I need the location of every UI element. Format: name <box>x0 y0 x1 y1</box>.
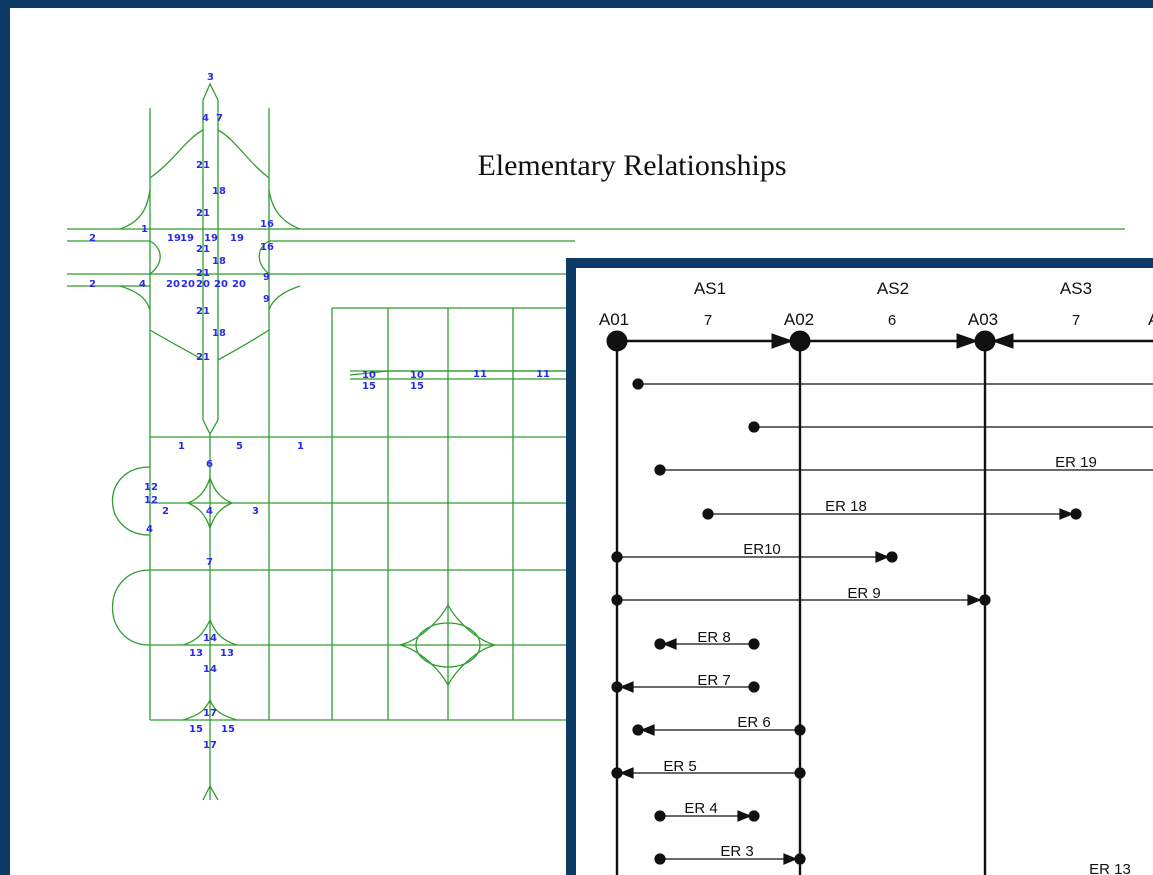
relationship-label: ER 5 <box>663 758 696 775</box>
layout-number: 10 <box>362 370 376 381</box>
relationship-label: ER 6 <box>737 714 770 731</box>
layout-number: 2 <box>89 233 96 244</box>
layout-number: 15 <box>362 381 376 392</box>
layout-number: 7 <box>206 557 213 568</box>
layout-number: 3 <box>252 506 259 517</box>
layout-number: 19 <box>180 233 194 244</box>
layout-number: 21 <box>196 352 210 363</box>
relationship-label: ER 7 <box>697 672 730 689</box>
relationship-label: ER 9 <box>847 585 880 602</box>
layout-number: 20 <box>214 279 228 290</box>
relationship-label: ER 8 <box>697 629 730 646</box>
layout-number: 19 <box>167 233 181 244</box>
slide-title: Elementary Relationships <box>477 149 786 182</box>
relationship-label: ER 18 <box>825 498 867 515</box>
relationship-arrows <box>611 378 1153 865</box>
layout-number: 1 <box>178 441 185 452</box>
relationship-label: ER10 <box>743 541 781 558</box>
layout-number: 4 <box>146 524 153 535</box>
layout-number: 18 <box>212 328 226 339</box>
layout-number: 7 <box>216 113 223 124</box>
layout-number: 21 <box>196 160 210 171</box>
stop-label: A <box>1148 310 1153 329</box>
layout-number: 21 <box>196 244 210 255</box>
layout-number: 2 <box>162 506 169 517</box>
layout-number: 1 <box>141 224 148 235</box>
relationship-label: ER 4 <box>684 800 717 817</box>
section-label: AS3 <box>1060 279 1092 298</box>
relationship-label: ER 13 <box>1089 861 1131 875</box>
layout-number: 2 <box>89 279 96 290</box>
layout-number: 11 <box>536 369 550 380</box>
layout-numbers: 3 4 7 21 18 21 1 19 19 19 19 21 18 16 16… <box>89 72 550 751</box>
layout-number: 20 <box>166 279 180 290</box>
layout-number: 14 <box>203 664 217 675</box>
layout-number: 15 <box>189 724 203 735</box>
layout-number: 16 <box>260 242 274 253</box>
stop-label: A01 <box>599 310 629 329</box>
layout-number: 15 <box>410 381 424 392</box>
layout-number: 4 <box>202 113 209 124</box>
section-label: AS2 <box>877 279 909 298</box>
layout-number: 18 <box>212 186 226 197</box>
layout-number: 16 <box>260 219 274 230</box>
section-value: 7 <box>704 312 712 329</box>
layout-number: 17 <box>203 708 217 719</box>
layout-number: 18 <box>212 256 226 267</box>
layout-number: 12 <box>144 495 158 506</box>
section-label: AS1 <box>694 279 726 298</box>
relationship-label: ER 3 <box>720 843 753 860</box>
layout-number: 20 <box>196 279 210 290</box>
layout-number: 21 <box>196 268 210 279</box>
layout-number: 14 <box>203 633 217 644</box>
layout-number: 15 <box>221 724 235 735</box>
relationship-panel <box>566 258 1153 875</box>
layout-number: 20 <box>232 279 246 290</box>
relationship-labels: ER 19 ER 18 ER10 ER 9 ER 8 ER 7 ER 6 ER … <box>663 454 1131 875</box>
layout-number: 20 <box>181 279 195 290</box>
section-value: 6 <box>888 312 896 329</box>
layout-number: 13 <box>220 648 234 659</box>
layout-number: 19 <box>230 233 244 244</box>
layout-number: 9 <box>263 294 270 305</box>
track-layout <box>67 82 1125 801</box>
relationship-label: ER 19 <box>1055 454 1097 471</box>
stop-label: A03 <box>968 310 998 329</box>
stop-label: A02 <box>784 310 814 329</box>
layout-number: 21 <box>196 208 210 219</box>
layout-number: 10 <box>410 370 424 381</box>
layout-number: 11 <box>473 369 487 380</box>
section-headers: AS1 AS2 AS3 A01 A02 A03 A 7 6 7 <box>599 279 1153 329</box>
layout-number: 5 <box>236 441 243 452</box>
section-value: 7 <box>1072 312 1080 329</box>
layout-number: 6 <box>206 459 213 470</box>
layout-number: 4 <box>206 506 213 517</box>
layout-number: 12 <box>144 482 158 493</box>
layout-number: 9 <box>263 272 270 283</box>
layout-number: 21 <box>196 306 210 317</box>
layout-number: 19 <box>204 233 218 244</box>
layout-number: 13 <box>189 648 203 659</box>
layout-number: 4 <box>139 279 146 290</box>
layout-number: 1 <box>297 441 304 452</box>
route-lines <box>606 330 1153 875</box>
layout-number: 17 <box>203 740 217 751</box>
layout-number: 3 <box>207 72 214 83</box>
